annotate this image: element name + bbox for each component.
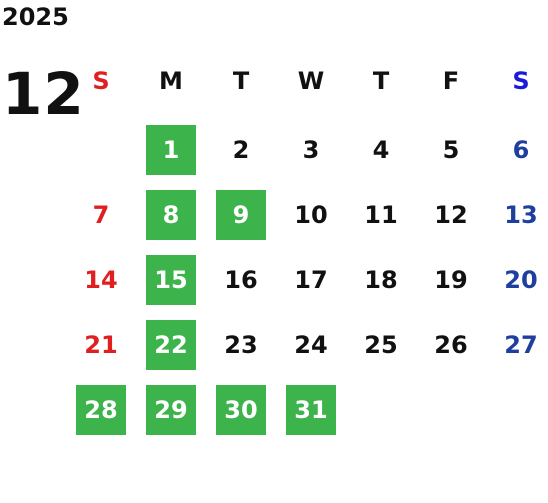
calendar-day-26: 26 — [434, 331, 468, 359]
month-number: 12 — [2, 60, 85, 128]
calendar-day-28: 28 — [76, 385, 126, 435]
calendar-day-2: 2 — [232, 136, 250, 164]
calendar-day-5: 5 — [442, 136, 460, 164]
weekday-header-sunday: S — [92, 67, 110, 95]
calendar-day-1: 1 — [146, 125, 196, 175]
year-label: 2025 — [2, 3, 69, 31]
weekday-header-saturday: S — [512, 67, 530, 95]
calendar-day-24: 24 — [294, 331, 328, 359]
weekday-header-wednesday: W — [297, 67, 325, 95]
calendar-day-27: 27 — [504, 331, 538, 359]
weekday-header-thursday: T — [372, 67, 390, 95]
calendar-day-19: 19 — [434, 266, 468, 294]
calendar-day-29: 29 — [146, 385, 196, 435]
weekday-header-tuesday: T — [232, 67, 250, 95]
calendar-day-7: 7 — [92, 201, 110, 229]
calendar-day-14: 14 — [84, 266, 118, 294]
calendar-day-4: 4 — [372, 136, 390, 164]
calendar-day-15: 15 — [146, 255, 196, 305]
calendar-day-8: 8 — [146, 190, 196, 240]
calendar-day-17: 17 — [294, 266, 328, 294]
weekday-header-friday: F — [442, 67, 460, 95]
calendar-day-9: 9 — [216, 190, 266, 240]
calendar-day-10: 10 — [294, 201, 328, 229]
calendar-day-25: 25 — [364, 331, 398, 359]
calendar-day-22: 22 — [146, 320, 196, 370]
calendar-day-30: 30 — [216, 385, 266, 435]
weekday-header-monday: M — [159, 67, 183, 95]
calendar-day-18: 18 — [364, 266, 398, 294]
calendar-day-12: 12 — [434, 201, 468, 229]
calendar-day-21: 21 — [84, 331, 118, 359]
calendar-day-16: 16 — [224, 266, 258, 294]
calendar-day-23: 23 — [224, 331, 258, 359]
calendar-day-31: 31 — [286, 385, 336, 435]
calendar-day-20: 20 — [504, 266, 538, 294]
calendar-day-11: 11 — [364, 201, 398, 229]
calendar-day-3: 3 — [302, 136, 320, 164]
calendar-day-6: 6 — [512, 136, 530, 164]
calendar-day-13: 13 — [504, 201, 538, 229]
